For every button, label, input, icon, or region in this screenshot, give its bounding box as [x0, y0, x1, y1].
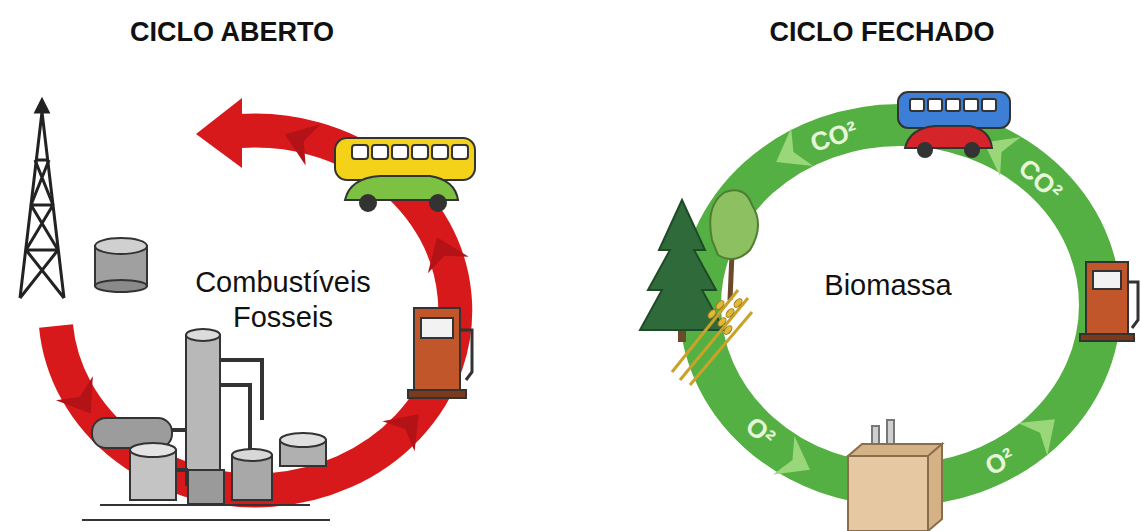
pipe [220, 360, 262, 455]
center-label: Combustíveis Fosseis [178, 265, 388, 335]
bus-window [372, 145, 388, 159]
wheat [672, 290, 752, 385]
bus-body [335, 138, 475, 180]
grain [716, 316, 727, 328]
gas-label: CO² [807, 115, 862, 159]
bus-window [982, 99, 996, 111]
chevrons [765, 123, 1069, 489]
bus-window [946, 99, 960, 111]
tank-top [95, 238, 147, 254]
chevron [382, 399, 435, 451]
cycle-heading: CICLO FECHADO [712, 16, 1052, 48]
gas-label: O² [739, 411, 781, 454]
pump-display [1093, 271, 1121, 289]
bus-window [432, 145, 448, 159]
pump-body [1086, 262, 1128, 336]
column [186, 335, 220, 485]
bus-window [452, 145, 468, 159]
oil-rig [20, 100, 64, 298]
rig-top [36, 100, 48, 112]
chevron [773, 436, 821, 489]
bus-window [352, 145, 368, 159]
pump-body [414, 308, 460, 392]
tank [188, 470, 224, 504]
open-cycle-arrow [56, 98, 469, 490]
arrow-head [196, 98, 242, 168]
grain [706, 308, 717, 320]
wheel [965, 143, 979, 157]
bus-body [898, 92, 1010, 128]
leafy-tree [710, 190, 758, 259]
pump-base [408, 390, 466, 398]
bus-windows [910, 99, 996, 111]
bus-window [928, 99, 942, 111]
chevron [277, 114, 320, 166]
center-label: Biomassa [778, 268, 998, 303]
bus-window [392, 145, 408, 159]
wheat-grains [706, 297, 743, 336]
factory-sides [848, 444, 942, 531]
wheel [918, 143, 932, 157]
pump-hose [1128, 282, 1138, 328]
factory [848, 420, 942, 531]
rig-lattice [20, 160, 64, 298]
chevron [417, 229, 469, 273]
grain [724, 307, 735, 319]
rig-frame [20, 112, 64, 298]
ground-line [82, 519, 330, 521]
chevron [765, 128, 813, 181]
tank-top [280, 433, 326, 447]
chevron [1018, 403, 1070, 456]
cycle-heading: CICLO ABERTO [62, 16, 402, 48]
wheel [360, 195, 376, 211]
green-ring [700, 125, 1100, 485]
bus-window [412, 145, 428, 159]
grain [732, 297, 743, 309]
pipe [172, 430, 188, 470]
closed-cycle-ring [700, 123, 1100, 489]
pump-hose [460, 330, 472, 380]
car-body [905, 126, 992, 148]
pump-display [421, 318, 453, 338]
tank-top [232, 449, 272, 461]
gas-label: CO² [1012, 152, 1068, 207]
bus-window [964, 99, 978, 111]
bus-and-car [898, 92, 1010, 157]
grain [722, 324, 733, 336]
bus-and-car [335, 138, 475, 211]
bus-window [910, 99, 924, 111]
storage-tank [95, 238, 147, 292]
fuel-pump [1080, 262, 1138, 341]
wheel [430, 195, 446, 211]
pump-base [1080, 334, 1134, 341]
tank-bottom [95, 280, 147, 292]
column-top [186, 329, 220, 341]
refinery [82, 329, 330, 520]
fuel-pump [408, 308, 472, 398]
grain [714, 299, 725, 311]
trees [640, 190, 758, 385]
gas-label: O² [980, 442, 1020, 483]
tank-top [130, 443, 176, 457]
wheat-stalks [672, 290, 752, 385]
bus-windows [352, 145, 468, 159]
factory-box [848, 456, 928, 531]
